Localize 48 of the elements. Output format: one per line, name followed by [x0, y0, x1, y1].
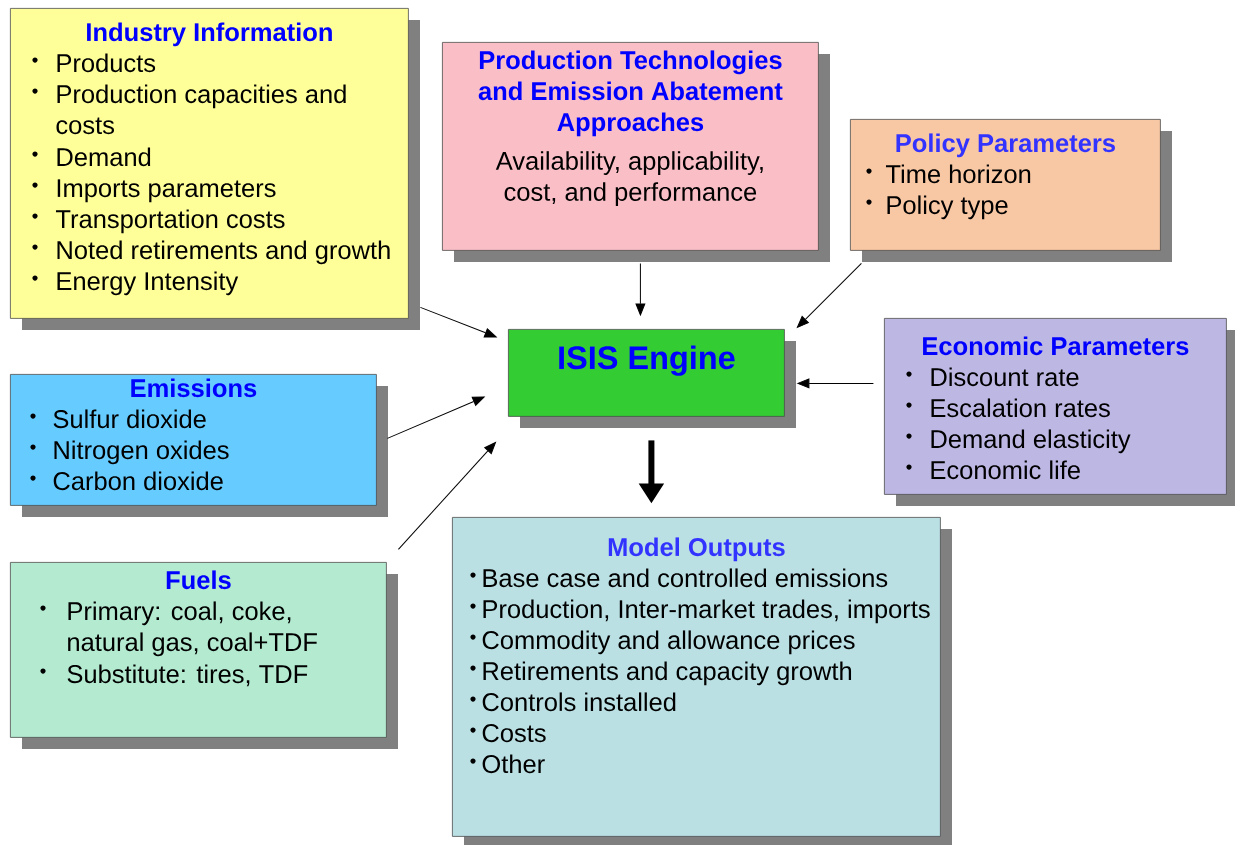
list-item: Products	[32, 53, 156, 73]
list-item: Primary: coal, coke, natural gas, coal+TDF	[40, 601, 317, 657]
text-box	[884, 318, 1235, 506]
list-item: Substitute: tires, TDF	[40, 664, 308, 687]
arrow	[419, 306, 497, 338]
arrow	[397, 441, 496, 550]
list-item: Controls installed	[470, 692, 676, 712]
box-heading: Economic Parameters	[923, 336, 1189, 356]
box-heading: Production Technologies and Emission Abatement Approaches	[478, 50, 783, 137]
list-item: Energy Intensity	[32, 271, 239, 296]
list-item: Sulfur dioxide	[30, 409, 206, 429]
list-item: Carbon dioxide	[30, 471, 223, 491]
list-item: Production, Inter-market trades, imports	[470, 599, 930, 624]
arrow	[796, 262, 862, 328]
list-item: Demand	[32, 147, 151, 167]
box-heading: Fuels	[166, 570, 231, 590]
box-heading: Emissions	[131, 378, 257, 398]
list-item: Escalation rates	[906, 398, 1110, 418]
arrow	[635, 262, 646, 316]
list-item: Nitrogen oxides	[30, 440, 229, 465]
box-heading: Model Outputs	[608, 537, 785, 562]
list-item: Transportation costs	[32, 209, 285, 234]
list-item: Production capacities and costs	[32, 84, 346, 135]
text-box	[452, 517, 952, 845]
body-text: Availability, applicability, cost, and performance	[495, 151, 763, 206]
list-item: Base case and controlled emissions	[470, 568, 888, 588]
list-item: Economic life	[906, 460, 1080, 480]
box-heading: Industry Information	[87, 22, 332, 47]
list-item: Costs	[470, 724, 546, 743]
list-item: Commodity and allowance prices	[470, 630, 855, 655]
list-item: Time horizon	[866, 164, 1031, 184]
list-item: Retirements and capacity growth	[470, 661, 852, 686]
text-box	[10, 8, 420, 330]
arrow	[797, 378, 874, 389]
text-box	[10, 374, 388, 517]
text-box	[850, 119, 1172, 262]
text-box	[508, 329, 796, 428]
arrow	[386, 396, 485, 439]
text-box	[442, 42, 830, 262]
text-box	[10, 562, 398, 749]
box-heading: Policy Parameters	[896, 133, 1115, 158]
list-item: Noted retirements and growth	[32, 240, 390, 265]
list-item: Discount rate	[906, 367, 1079, 387]
list-item: Imports parameters	[32, 179, 276, 203]
list-item: Demand elasticity	[906, 429, 1131, 454]
list-item: Policy type	[866, 195, 1008, 220]
box-heading: ISIS Engine	[559, 345, 735, 376]
list-item: Other	[470, 754, 545, 774]
